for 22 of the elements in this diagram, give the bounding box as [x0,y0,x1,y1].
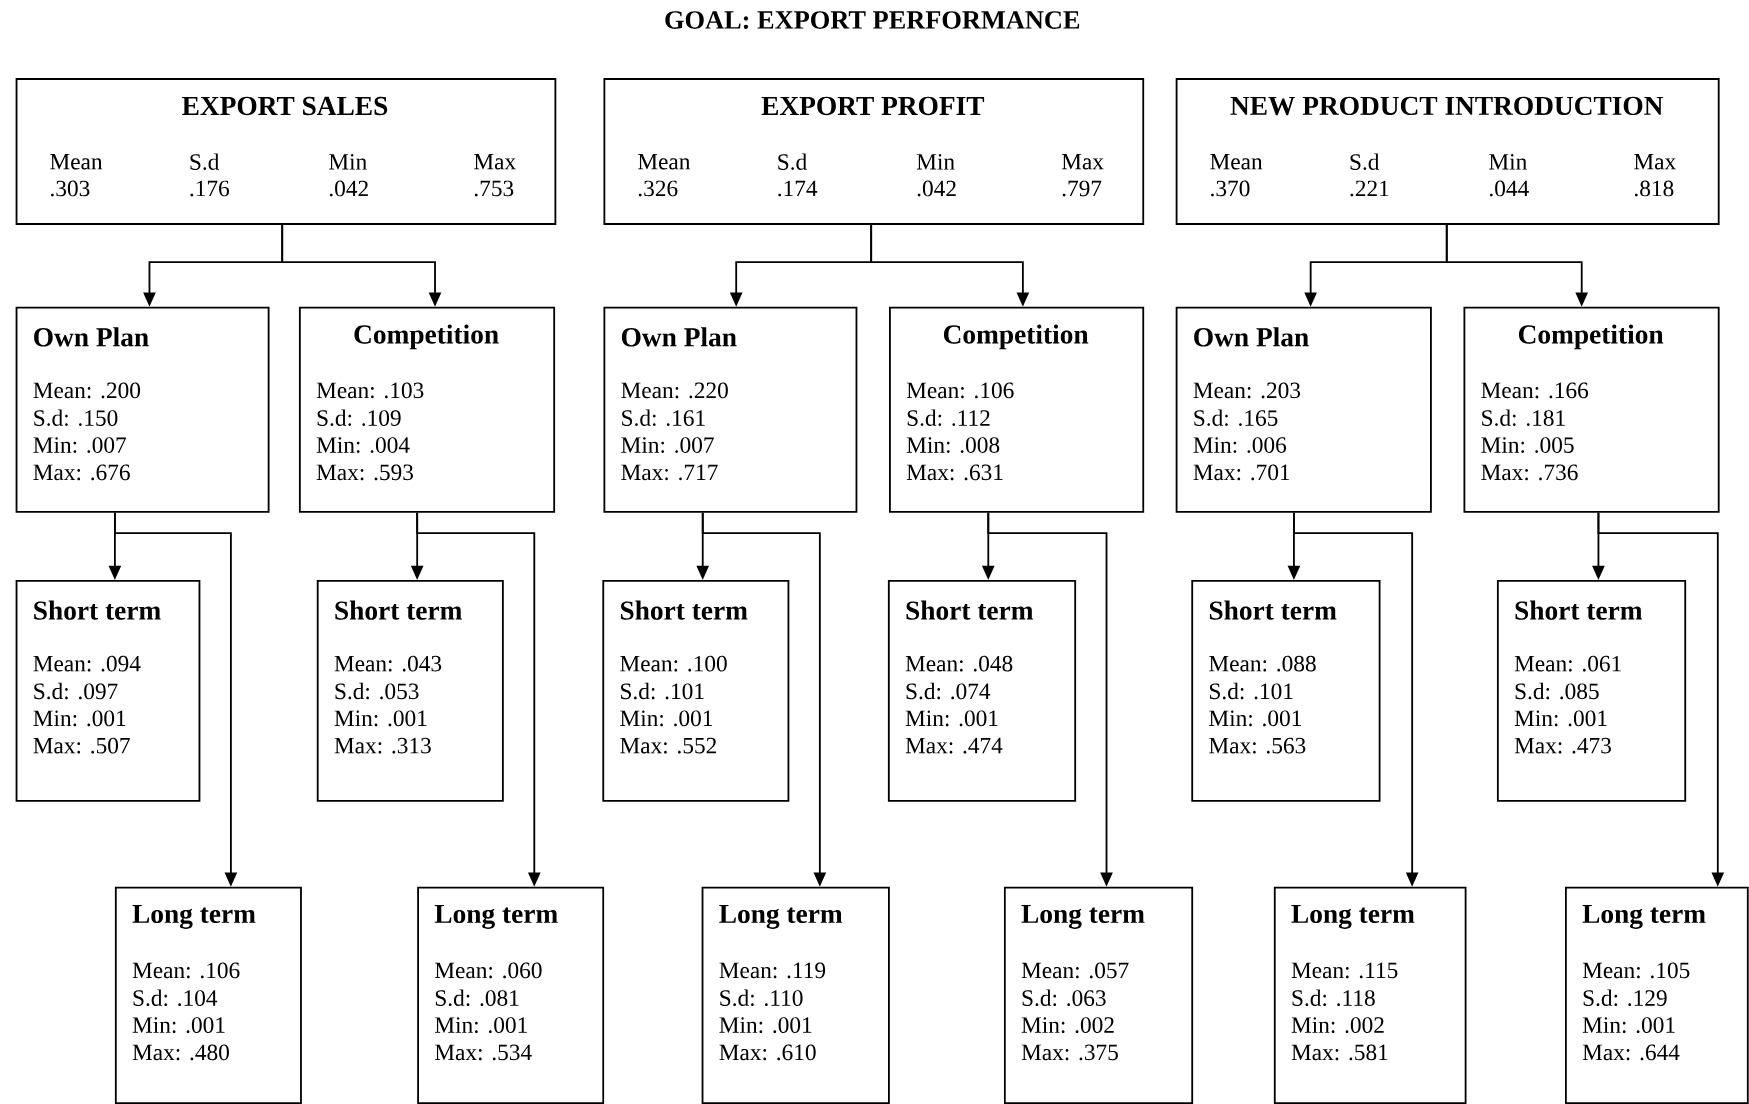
stat-box: Own Plan Mean: .200 S.d: .150 Min: .007 Max: .676 [15,306,270,513]
stat-box: Long term Mean: .057 S.d: .063 Min: .002 Max: .375 [1003,886,1194,1104]
stat-box: EXPORT PROFIT Mean .326 S.d .174 Min .042 Max .797 [603,77,1145,225]
stat-box: Own Plan Mean: .220 S.d: .161 Min: .007 Max: .717 [603,306,858,513]
stat-box: Competition Mean: .106 S.d: .112 Min: .008 Max: .631 [889,306,1145,513]
stat-box: Long term Mean: .060 S.d: .081 Min: .001 Max: .534 [417,886,605,1104]
stat-box: Short term Mean: .048 S.d: .074 Min: .001 Max: .474 [887,579,1077,802]
stat-box: Long term Mean: .119 S.d: .110 Min: .001 Max: .610 [701,886,890,1104]
stat-box: Competition Mean: .103 S.d: .109 Min: .004 Max: .593 [298,306,556,513]
stat-box: Short term Mean: .100 S.d: .101 Min: .001 Max: .552 [602,579,790,802]
stat-box: Short term Mean: .094 S.d: .097 Min: .001 Max: .507 [15,579,201,802]
stat-box: Long term Mean: .115 S.d: .118 Min: .002 Max: .581 [1273,886,1467,1104]
title: GOAL: EXPORT PERFORMANCE [665,11,1080,29]
stat-box: NEW PRODUCT INTRODUCTION Mean .370 S.d .221 Min .044 Max .818 [1175,77,1720,225]
stat-box: Competition Mean: .166 S.d: .181 Min: .005 Max: .736 [1463,306,1720,513]
stat-box: Short term Mean: .043 S.d: .053 Min: .001 Max: .313 [316,579,504,802]
stat-box: Long term Mean: .106 S.d: .104 Min: .001 Max: .480 [114,886,302,1104]
stat-box: Own Plan Mean: .203 S.d: .165 Min: .006 Max: .701 [1175,306,1432,513]
stat-box: Short term Mean: .061 S.d: .085 Min: .001 Max: .473 [1496,579,1687,802]
stat-box: EXPORT SALES Mean .303 S.d .176 Min .042 Max .753 [15,77,557,225]
stat-box: Short term Mean: .088 S.d: .101 Min: .001 Max: .563 [1191,579,1381,802]
stat-box: Long term Mean: .105 S.d: .129 Min: .001 Max: .644 [1564,886,1749,1104]
